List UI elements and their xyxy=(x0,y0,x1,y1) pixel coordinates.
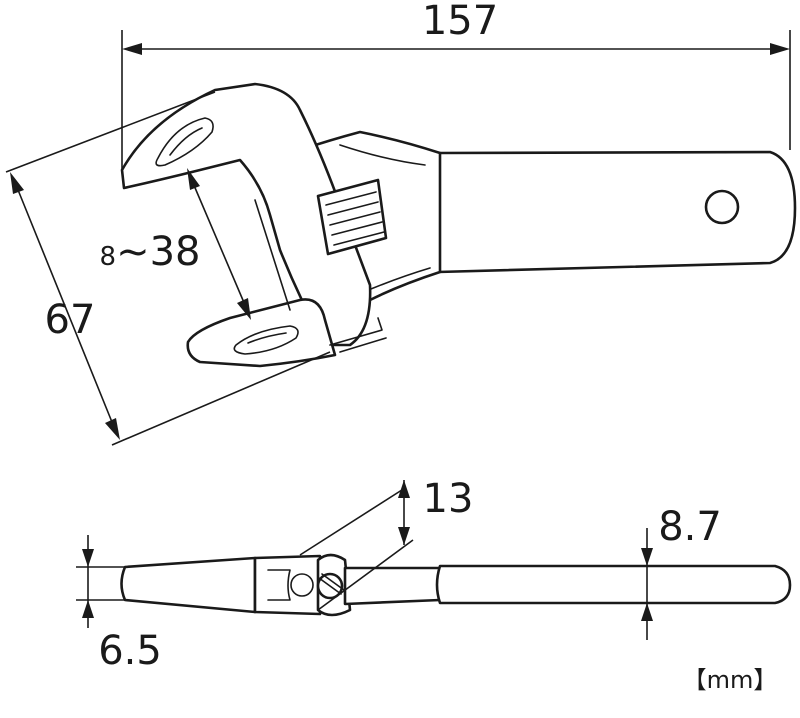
dim-handle-thickness: 8.7 xyxy=(641,504,722,640)
unit-label: 【mm】 xyxy=(683,666,778,694)
side-handle xyxy=(435,564,792,605)
dim-jaw-opening: 8~38 xyxy=(100,168,251,320)
wrench-top-view xyxy=(120,82,797,368)
wrench-side-view xyxy=(120,553,792,617)
dim-jaw-tip-thickness: 6.5 xyxy=(76,535,162,674)
fixed-jaw xyxy=(120,82,372,347)
side-jaw xyxy=(120,556,257,614)
dim-jaw-opening-label: 8~38 xyxy=(100,229,201,275)
dim-head-width-label: 67 xyxy=(45,297,96,343)
hanging-hole xyxy=(704,189,740,225)
dim-head-thickness: 13 xyxy=(299,476,474,611)
upper-jaw-slot xyxy=(155,117,214,167)
dim-overall-length-label: 157 xyxy=(422,0,498,44)
wrench-handle xyxy=(431,150,797,274)
dim-handle-thickness-label: 8.7 xyxy=(658,504,722,550)
dim-head-width: 67 xyxy=(5,91,331,446)
side-neck xyxy=(343,566,442,606)
dim-overall-length: 157 xyxy=(121,0,791,172)
dim-jaw-tip-thickness-label: 6.5 xyxy=(98,628,162,674)
lower-jaw-slot xyxy=(233,325,299,355)
dim-head-thickness-label: 13 xyxy=(423,476,474,522)
